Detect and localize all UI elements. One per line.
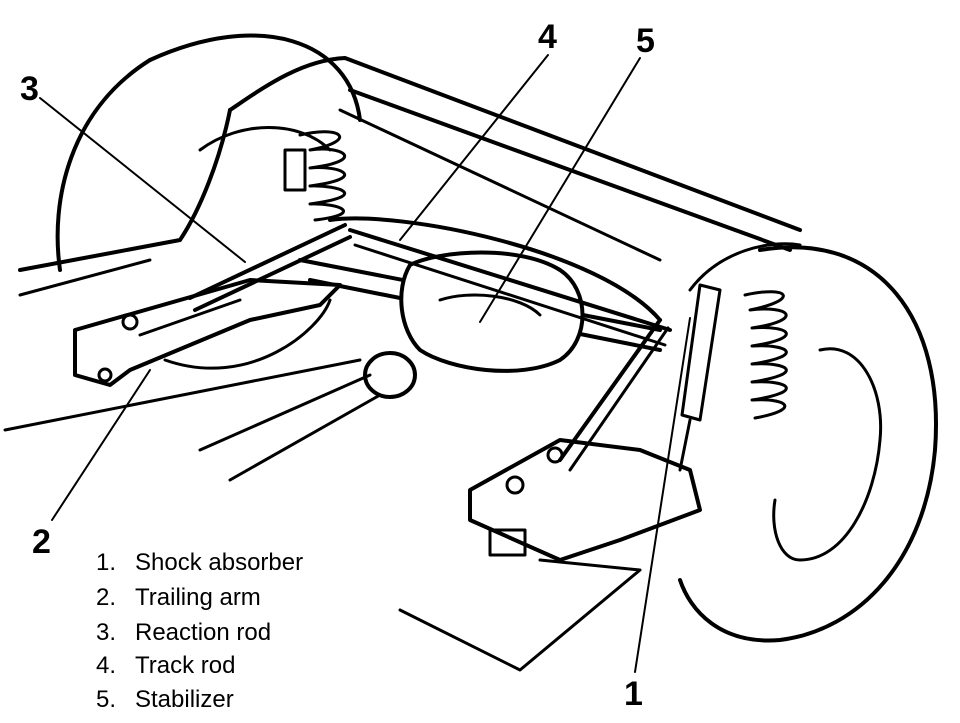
leader-line-4 bbox=[399, 54, 549, 241]
left-trailing-arm bbox=[73, 278, 342, 387]
track-rod bbox=[348, 228, 672, 347]
right-coil-spring bbox=[743, 290, 788, 420]
legend-item: 5. Stabilizer bbox=[96, 686, 234, 713]
legend-item: 3. Reaction rod bbox=[96, 619, 271, 646]
leader-line-5 bbox=[479, 57, 641, 323]
legend-item: 4. Track rod bbox=[96, 652, 235, 679]
legend-label: Stabilizer bbox=[135, 686, 234, 713]
callout-3: 3 bbox=[20, 70, 39, 108]
right-tire bbox=[678, 242, 938, 643]
reaction-rod bbox=[188, 223, 352, 312]
drive-shaft bbox=[3, 358, 382, 482]
stabilizer-bar bbox=[328, 216, 670, 472]
left-coil-spring bbox=[283, 130, 347, 222]
callout-5: 5 bbox=[636, 22, 655, 60]
leader-line-1 bbox=[634, 317, 691, 673]
legend: 1. Shock absorber 2. Trailing arm 3. Rea… bbox=[96, 549, 303, 713]
leader-line-2 bbox=[51, 369, 151, 521]
legend-item: 1. Shock absorber bbox=[96, 549, 303, 576]
legend-number: 4. bbox=[96, 652, 116, 679]
shock-absorber bbox=[678, 283, 722, 472]
legend-number: 3. bbox=[96, 619, 116, 646]
leader-lines bbox=[39, 54, 691, 673]
legend-number: 2. bbox=[96, 584, 116, 611]
legend-label: Track rod bbox=[135, 652, 235, 679]
legend-number: 5. bbox=[96, 686, 116, 713]
callout-2: 2 bbox=[32, 523, 51, 561]
callout-1: 1 bbox=[624, 675, 643, 713]
suspension-illustration bbox=[3, 33, 938, 672]
legend-label: Reaction rod bbox=[135, 619, 271, 646]
right-trailing-arm bbox=[398, 438, 702, 672]
rear-axle bbox=[298, 250, 662, 399]
callout-numbers: 1 2 3 4 5 bbox=[20, 18, 655, 713]
legend-label: Trailing arm bbox=[135, 584, 261, 611]
legend-label: Shock absorber bbox=[135, 549, 303, 576]
frame-rails bbox=[18, 56, 802, 297]
callout-4: 4 bbox=[538, 18, 557, 56]
legend-number: 1. bbox=[96, 549, 116, 576]
legend-item: 2. Trailing arm bbox=[96, 584, 261, 611]
leader-line-3 bbox=[39, 97, 246, 263]
